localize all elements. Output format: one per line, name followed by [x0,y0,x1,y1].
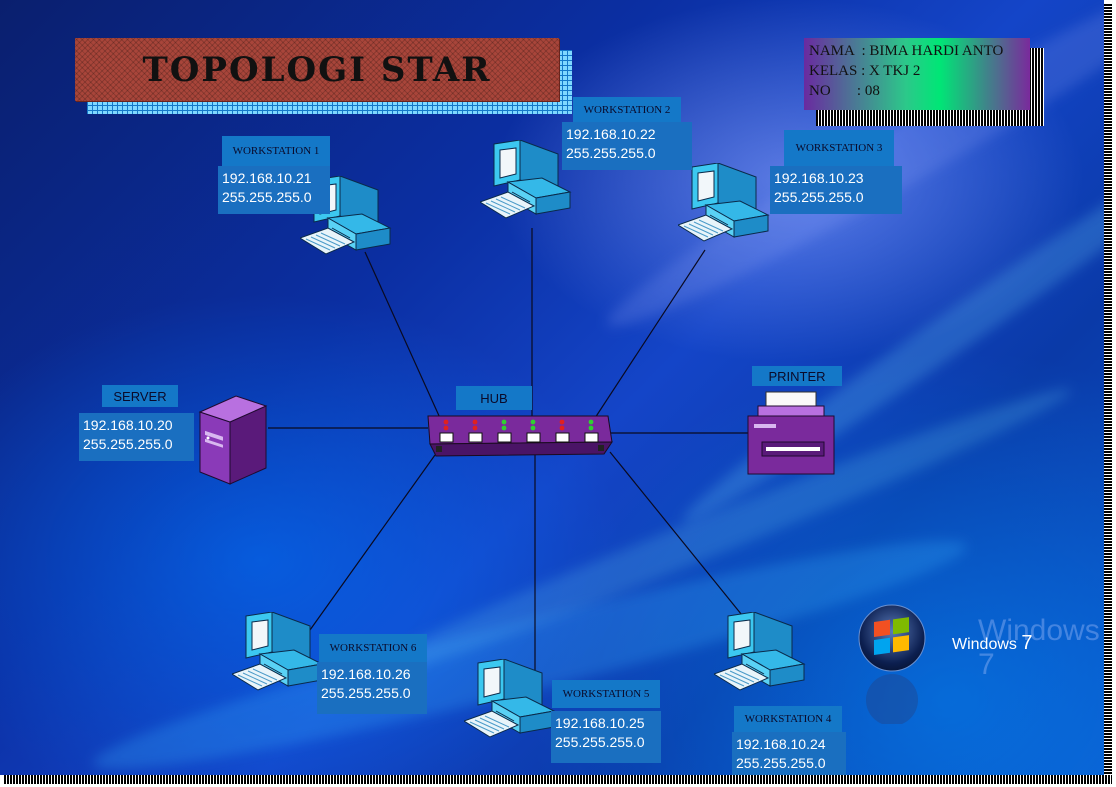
info-kelas: KELAS : X TKJ 2 [809,63,921,79]
workstation-4-ip: 192.168.10.24 [736,736,826,752]
workstation-1-ip-box: 192.168.10.21 255.255.255.0 [218,166,330,214]
frame-shadow-right [1104,4,1112,779]
info-no: NO : 08 [809,83,880,99]
workstation-6-ip: 192.168.10.26 [321,666,411,682]
workstation-6-mask: 255.255.255.0 [321,685,411,701]
link-ws4 [609,451,751,626]
workstation-3-label: WORKSTATION 3 [784,130,894,166]
windows-logo-word: Windows [952,636,1017,653]
workstation-5-ip: 192.168.10.25 [555,715,645,731]
workstation-2-label: WORKSTATION 2 [573,97,681,122]
server-icon [198,395,268,485]
link-ws3 [594,249,706,419]
workstation-6-ip-box: 192.168.10.26 255.255.255.0 [317,662,427,714]
workstation-3-ip-box: 192.168.10.23 255.255.255.0 [770,166,902,214]
workstation-1-mask: 255.255.255.0 [222,189,312,205]
hub-ports [439,419,599,443]
windows-logo-ghost-word: Windows [978,614,1100,647]
title-banner: TOPOLOGI STAR [75,38,559,101]
workstation-4-icon [714,612,805,691]
workstation-4-label: WORKSTATION 4 [734,706,842,732]
link-ws6 [309,454,436,631]
workstation-6-label: WORKSTATION 6 [319,634,427,662]
hub-label: HUB [456,386,532,410]
desktop-background: TOPOLOGI STAR NAMA : BIMA HARDI ANTO KEL… [0,0,1104,775]
printer-icon [747,391,835,475]
windows-logo-version: 7 [1021,632,1033,654]
workstation-5-mask: 255.255.255.0 [555,734,645,750]
server-ip: 192.168.10.20 [83,417,173,433]
workstation-2-icon [480,140,571,219]
windows-logo-ghost-text: Windows 7 [978,614,1104,682]
student-info-box: NAMA : BIMA HARDI ANTO KELAS : X TKJ 2 N… [804,38,1030,110]
server-mask: 255.255.255.0 [83,436,173,452]
windows-logo-ghost-version: 7 [978,648,995,681]
workstation-2-mask: 255.255.255.0 [566,145,656,161]
link-ws1 [364,251,441,419]
server-ip-box: 192.168.10.20 255.255.255.0 [79,413,194,461]
windows-logo-icon [858,604,926,724]
workstation-2-ip: 192.168.10.22 [566,126,656,142]
workstation-5-icon [464,659,555,738]
workstation-3-mask: 255.255.255.0 [774,189,864,205]
workstation-1-ip: 192.168.10.21 [222,170,312,186]
hub-device [427,415,613,457]
workstation-6-icon [232,612,323,691]
connection-lines [268,228,751,670]
workstation-5-label: WORKSTATION 5 [552,680,660,708]
printer-label: PRINTER [752,366,842,386]
workstation-3-icon [678,163,769,242]
info-nama: NAMA : BIMA HARDI ANTO [809,43,1004,59]
workstation-3-ip: 192.168.10.23 [774,170,864,186]
page-title: TOPOLOGI STAR [142,49,492,90]
workstation-4-ip-box: 192.168.10.24 255.255.255.0 [732,732,846,775]
workstation-2-ip-box: 192.168.10.22 255.255.255.0 [562,122,692,170]
frame-shadow-bottom [4,775,1112,784]
workstation-5-ip-box: 192.168.10.25 255.255.255.0 [551,711,661,763]
server-label: SERVER [102,385,178,407]
windows-logo-text: Windows 7 [952,632,1032,655]
workstation-1-label: WORKSTATION 1 [222,136,330,166]
workstation-4-mask: 255.255.255.0 [736,755,826,771]
